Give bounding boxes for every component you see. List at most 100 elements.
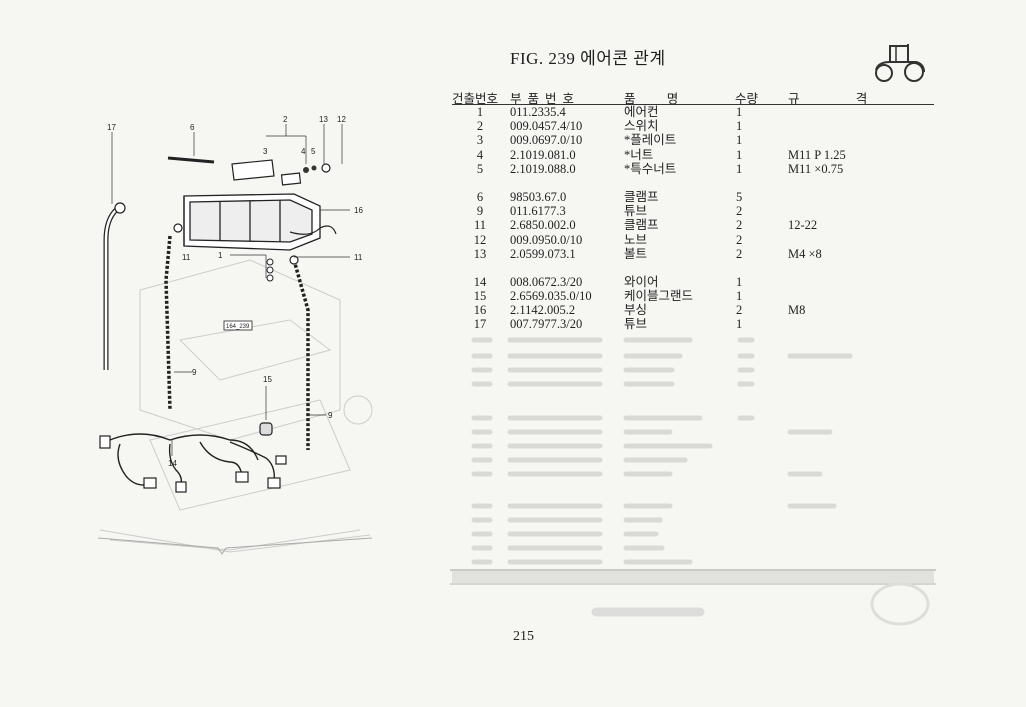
item-no: 15 — [473, 289, 487, 304]
spec: M8 — [788, 303, 806, 318]
parts-diagram: 164_239 — [97, 115, 373, 555]
part-name: 튜브 — [624, 317, 648, 332]
callout-14: 14 — [168, 459, 177, 468]
header-quantity: 수량 — [735, 92, 759, 106]
item-no: 16 — [473, 303, 487, 318]
table-row: 2 009.0457.4/10 스위치 1 — [452, 119, 934, 133]
table-row: 3 009.0697.0/10 *플레이트 1 — [452, 133, 934, 147]
spec: M11 P 1.25 — [788, 147, 846, 162]
tractor-logo-icon — [875, 44, 925, 82]
item-no: 9 — [476, 204, 484, 219]
callout-5: 5 — [311, 147, 316, 156]
table-row: 11 2.6850.002.0 클램프 2 12-22 — [452, 218, 934, 232]
callout-15: 15 — [263, 375, 272, 384]
item-no: 6 — [476, 189, 484, 204]
part-name: *플레이트 — [624, 133, 677, 148]
part-number: 2.1142.005.2 — [510, 303, 576, 318]
table-row: 16 2.1142.005.2 부싱 2 M8 — [452, 303, 934, 317]
part-name: *특수너트 — [624, 161, 677, 176]
part-number: 011.2335.4 — [510, 105, 566, 119]
callout-12: 12 — [337, 115, 346, 124]
item-no: 14 — [473, 274, 487, 289]
page-number: 215 — [513, 629, 534, 644]
part-name: *너트 — [624, 147, 654, 162]
figure-title: FIG. 239 에어콘 관계 — [510, 49, 666, 68]
part-name: 튜브 — [624, 204, 648, 219]
quantity: 1 — [736, 274, 743, 289]
part-number: 009.0457.4/10 — [510, 119, 583, 134]
item-no: 3 — [476, 133, 484, 148]
quantity: 2 — [736, 204, 743, 219]
table-row: 13 2.0599.073.1 볼트 2 M4 ×8 — [452, 247, 934, 261]
quantity: 1 — [736, 133, 743, 148]
callout-4: 4 — [301, 147, 306, 156]
callout-1: 1 — [218, 251, 223, 260]
part-name: 와이어 — [624, 274, 659, 289]
table-header: 건출번호 부품번호 품 명 수량 규 격 — [452, 88, 934, 106]
item-no: 1 — [476, 105, 484, 119]
part-number: 98503.67.0 — [510, 189, 567, 204]
part-number: 008.0672.3/20 — [510, 274, 583, 289]
callout-13: 13 — [319, 115, 328, 124]
header-spec: 규 격 — [788, 92, 868, 106]
item-no: 13 — [473, 246, 487, 261]
header-part-no: 부품번호 — [510, 92, 581, 106]
item-no: 2 — [476, 119, 484, 134]
item-no: 12 — [473, 232, 487, 247]
part-name: 스위치 — [624, 119, 659, 134]
callout-2: 2 — [283, 115, 288, 124]
part-number: 2.1019.081.0 — [510, 147, 576, 162]
callout-9-left: 9 — [192, 368, 197, 377]
table-row: 15 2.6569.035.0/10 케이블그랜드 1 — [452, 289, 934, 303]
part-number: 011.6177.3 — [510, 204, 566, 219]
callout-9-right: 9 — [328, 411, 333, 420]
item-no: 5 — [476, 161, 484, 176]
item-no: 17 — [473, 317, 487, 332]
quantity: 2 — [736, 218, 743, 233]
quantity: 1 — [736, 317, 743, 332]
table-row: 12 009.0950.0/10 노브 2 — [452, 233, 934, 247]
table-row: 6 98503.67.0 클램프 5 — [452, 190, 934, 204]
part-number: 2.1019.088.0 — [510, 161, 576, 176]
callout-11-right: 11 — [354, 253, 363, 262]
part-name: 클램프 — [624, 189, 659, 204]
part-name: 부싱 — [624, 303, 648, 318]
table-body: 1 011.2335.4 에어컨 1 2 009.0457.4/10 스위치 1… — [452, 105, 934, 332]
item-no: 4 — [476, 147, 484, 162]
callout-17: 17 — [107, 123, 116, 132]
table-row: 17 007.7977.3/20 튜브 1 — [452, 317, 934, 331]
quantity: 2 — [736, 246, 743, 261]
part-number: 009.0950.0/10 — [510, 232, 583, 247]
callout-3: 3 — [263, 147, 268, 156]
part-name: 에어컨 — [624, 105, 659, 119]
quantity: 1 — [736, 119, 743, 134]
part-number: 2.6569.035.0/10 — [510, 289, 592, 304]
quantity: 1 — [736, 105, 743, 119]
part-name: 볼트 — [624, 246, 648, 261]
show-through-bleed — [450, 337, 936, 626]
part-number: 2.6850.002.0 — [510, 218, 576, 233]
part-name: 클램프 — [624, 218, 659, 233]
header-item-no: 건출번호 — [452, 92, 499, 106]
quantity: 2 — [736, 232, 743, 247]
part-number: 007.7977.3/20 — [510, 317, 583, 332]
table-row: 5 2.1019.088.0 *특수너트 1 M11 ×0.75 — [452, 162, 934, 176]
part-name: 케이블그랜드 — [624, 289, 694, 304]
spec: M4 ×8 — [788, 246, 822, 261]
part-number: 2.0599.073.1 — [510, 246, 576, 261]
table-row: 4 2.1019.081.0 *너트 1 M11 P 1.25 — [452, 148, 934, 162]
quantity: 1 — [736, 147, 743, 162]
callout-11-left: 11 — [182, 253, 191, 262]
item-no: 11 — [473, 218, 487, 233]
quantity: 2 — [736, 303, 743, 318]
spec: M11 ×0.75 — [788, 161, 844, 176]
quantity: 1 — [736, 289, 743, 304]
table-row: 14 008.0672.3/20 와이어 1 — [452, 275, 934, 289]
header-part-name: 품 명 — [624, 92, 679, 106]
part-number: 009.0697.0/10 — [510, 133, 583, 148]
parts-table: 건출번호 부품번호 품 명 수량 규 격 1 011.2335.4 에어컨 1 … — [452, 88, 934, 332]
diagram-ref-tag: 164_239 — [226, 324, 250, 330]
spec: 12-22 — [788, 218, 818, 233]
quantity: 1 — [736, 161, 743, 176]
